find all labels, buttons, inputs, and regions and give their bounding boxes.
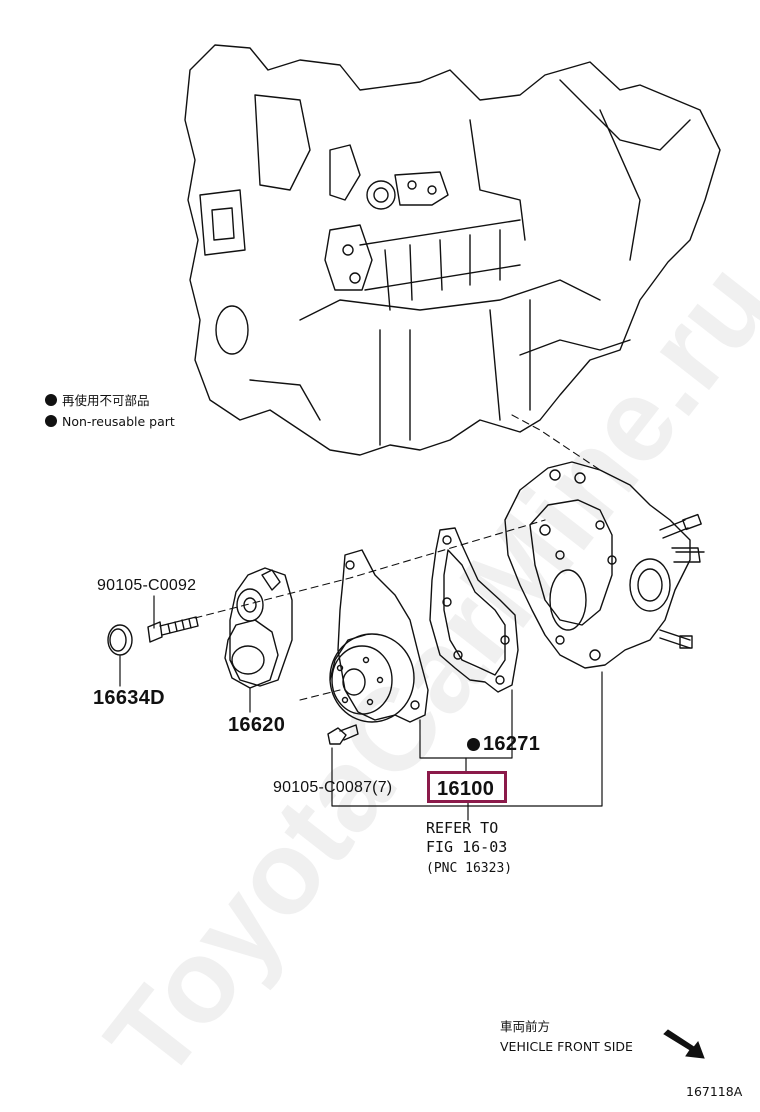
part-label-gasket[interactable]: 16271 [467, 734, 540, 754]
part-label-bolt-lower[interactable]: 90105-C0087(7) [273, 779, 393, 796]
non-reusable-dot-icon [45, 415, 57, 427]
non-reusable-dot-icon [45, 394, 57, 406]
part-label-pump-highlight[interactable]: 16100 [427, 771, 507, 803]
cap [107, 624, 133, 656]
engine-block [184, 44, 721, 456]
non-reusable-dot-icon [467, 738, 480, 751]
bolt-lower [327, 724, 359, 745]
direction-en: VEHICLE FRONT SIDE [500, 1039, 633, 1054]
legend-jp-text: 再使用不可部品 [62, 393, 150, 408]
callout-lines [119, 595, 603, 821]
part-label-gasket-text: 16271 [483, 733, 541, 755]
direction-jp: 車両前方 [500, 1019, 551, 1034]
legend-en: Non-reusable part [45, 415, 175, 429]
leader-lines [194, 414, 601, 701]
legend-jp: 再使用不可部品 [45, 394, 150, 408]
front-arrow-icon [663, 1029, 705, 1059]
gasket [429, 527, 519, 693]
part-label-cap[interactable]: 16634D [93, 687, 165, 709]
water-pump [329, 549, 429, 723]
part-label-pump: 16100 [437, 778, 495, 800]
reference-line-1[interactable]: REFER TO [426, 819, 499, 837]
part-label-bolt-upper[interactable]: 90105-C0092 [97, 577, 197, 594]
reference-line-2[interactable]: FIG 16-03 [426, 838, 508, 856]
figure-id: 167118A [686, 1084, 743, 1099]
part-label-tensioner[interactable]: 16620 [228, 714, 286, 736]
belt-tensioner [224, 567, 293, 689]
reference-line-3: (PNC 16323) [426, 861, 513, 876]
water-pump-housing [504, 461, 705, 669]
legend-en-text: Non-reusable part [62, 414, 175, 429]
bolt-upper [147, 616, 199, 643]
